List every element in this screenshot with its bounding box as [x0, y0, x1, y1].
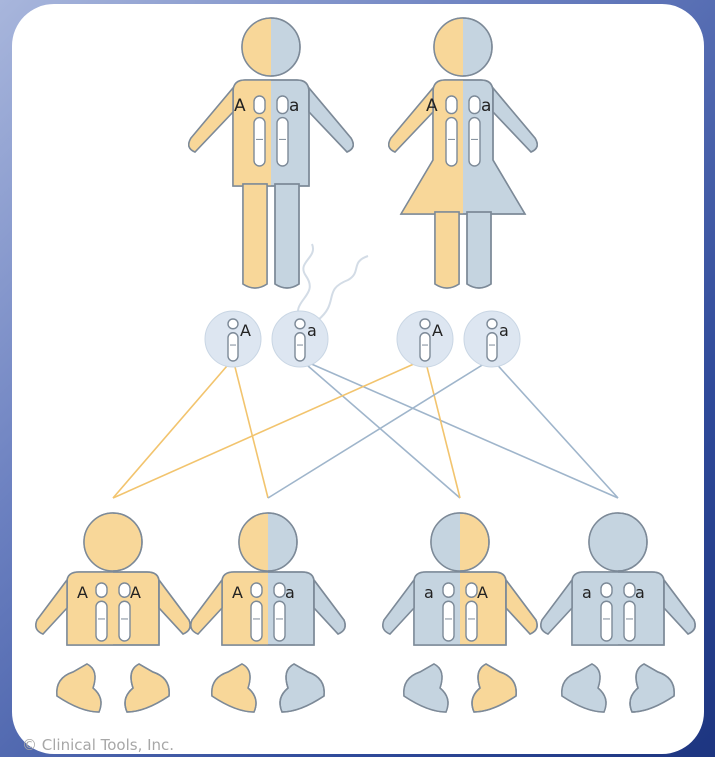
chromosome: [95, 582, 108, 642]
allele-label: A: [432, 321, 443, 340]
allele-label: a: [285, 583, 295, 602]
cross-lines: [112, 358, 619, 499]
allele-label: A: [240, 321, 251, 340]
cross-line: [112, 358, 426, 499]
chromosome: [276, 95, 289, 167]
chromosome: [227, 318, 239, 362]
cross-line: [267, 358, 493, 499]
cross-line: [112, 358, 234, 499]
allele-label: A: [477, 583, 488, 602]
allele-label: a: [582, 583, 592, 602]
gamete-cell: a: [463, 310, 521, 368]
allele-label: a: [424, 583, 434, 602]
cross-line: [232, 358, 269, 499]
chromosome: [419, 318, 431, 362]
chromosome: [468, 95, 481, 167]
chromosome: [600, 582, 613, 642]
allele-label: a: [289, 96, 299, 116]
allele-label: A: [426, 96, 438, 116]
chromosome: [445, 95, 458, 167]
chromosome: [294, 318, 306, 362]
sperm-tails: [297, 243, 369, 321]
chromosome: [465, 582, 478, 642]
cross-line: [424, 358, 461, 499]
allele-label: A: [77, 583, 88, 602]
cross-line: [299, 358, 619, 499]
allele-label: a: [635, 583, 645, 602]
copyright-text: © Clinical Tools, Inc.: [22, 736, 175, 754]
chromosome: [118, 582, 131, 642]
chromosome: [250, 582, 263, 642]
chromosome: [623, 582, 636, 642]
chromosome: [253, 95, 266, 167]
allele-label: a: [499, 321, 509, 340]
gamete-cell: A: [396, 310, 454, 368]
chromosome: [442, 582, 455, 642]
chromosome: [273, 582, 286, 642]
allele-label: A: [130, 583, 141, 602]
allele-label: a: [481, 96, 491, 116]
sperm-tail: [297, 243, 315, 321]
sperm-tail: [317, 255, 369, 321]
allele-label: a: [307, 321, 317, 340]
allele-label: A: [232, 583, 243, 602]
chromosome: [486, 318, 498, 362]
gamete-cell: a: [271, 310, 329, 368]
allele-label: A: [234, 96, 246, 116]
gamete-cell: A: [204, 310, 262, 368]
cross-line: [491, 358, 619, 499]
